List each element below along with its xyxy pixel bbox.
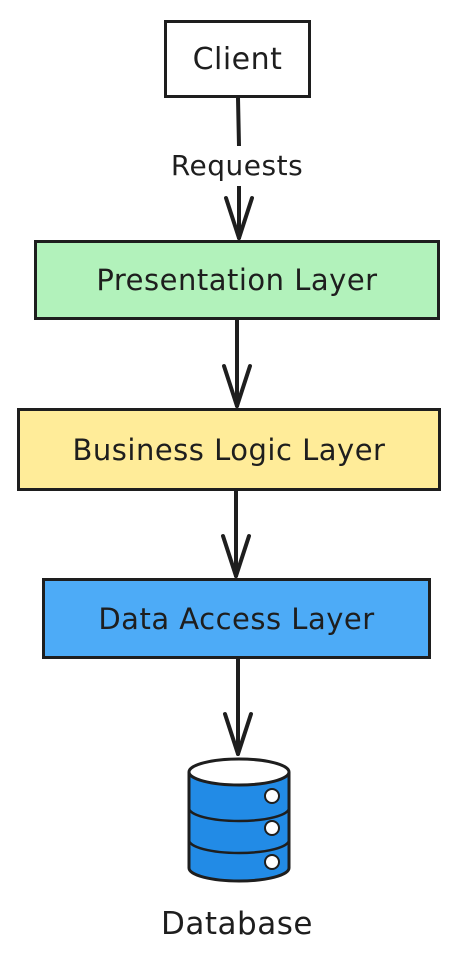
client-label: Client: [192, 41, 283, 77]
presentation-layer-node: Presentation Layer: [34, 240, 440, 320]
client-to-requests-line: [236, 96, 241, 148]
requests-label: Requests: [140, 146, 334, 186]
data-access-layer-node: Data Access Layer: [42, 578, 431, 659]
business-logic-layer-node: Business Logic Layer: [17, 408, 441, 491]
presentation-layer-label: Presentation Layer: [96, 263, 378, 297]
requests-to-presentation-arrowhead: [224, 196, 254, 240]
business-logic-layer-label: Business Logic Layer: [72, 432, 386, 467]
business-to-dataaccess-arrowhead: [221, 534, 251, 578]
dataaccess-to-database-arrowhead: [223, 712, 253, 756]
database-label: Database: [130, 902, 344, 946]
presentation-to-business-arrowhead: [222, 364, 252, 408]
client-node: Client: [164, 20, 311, 98]
data-access-layer-label: Data Access Layer: [98, 601, 375, 636]
database-cylinder-icon: [187, 757, 291, 883]
